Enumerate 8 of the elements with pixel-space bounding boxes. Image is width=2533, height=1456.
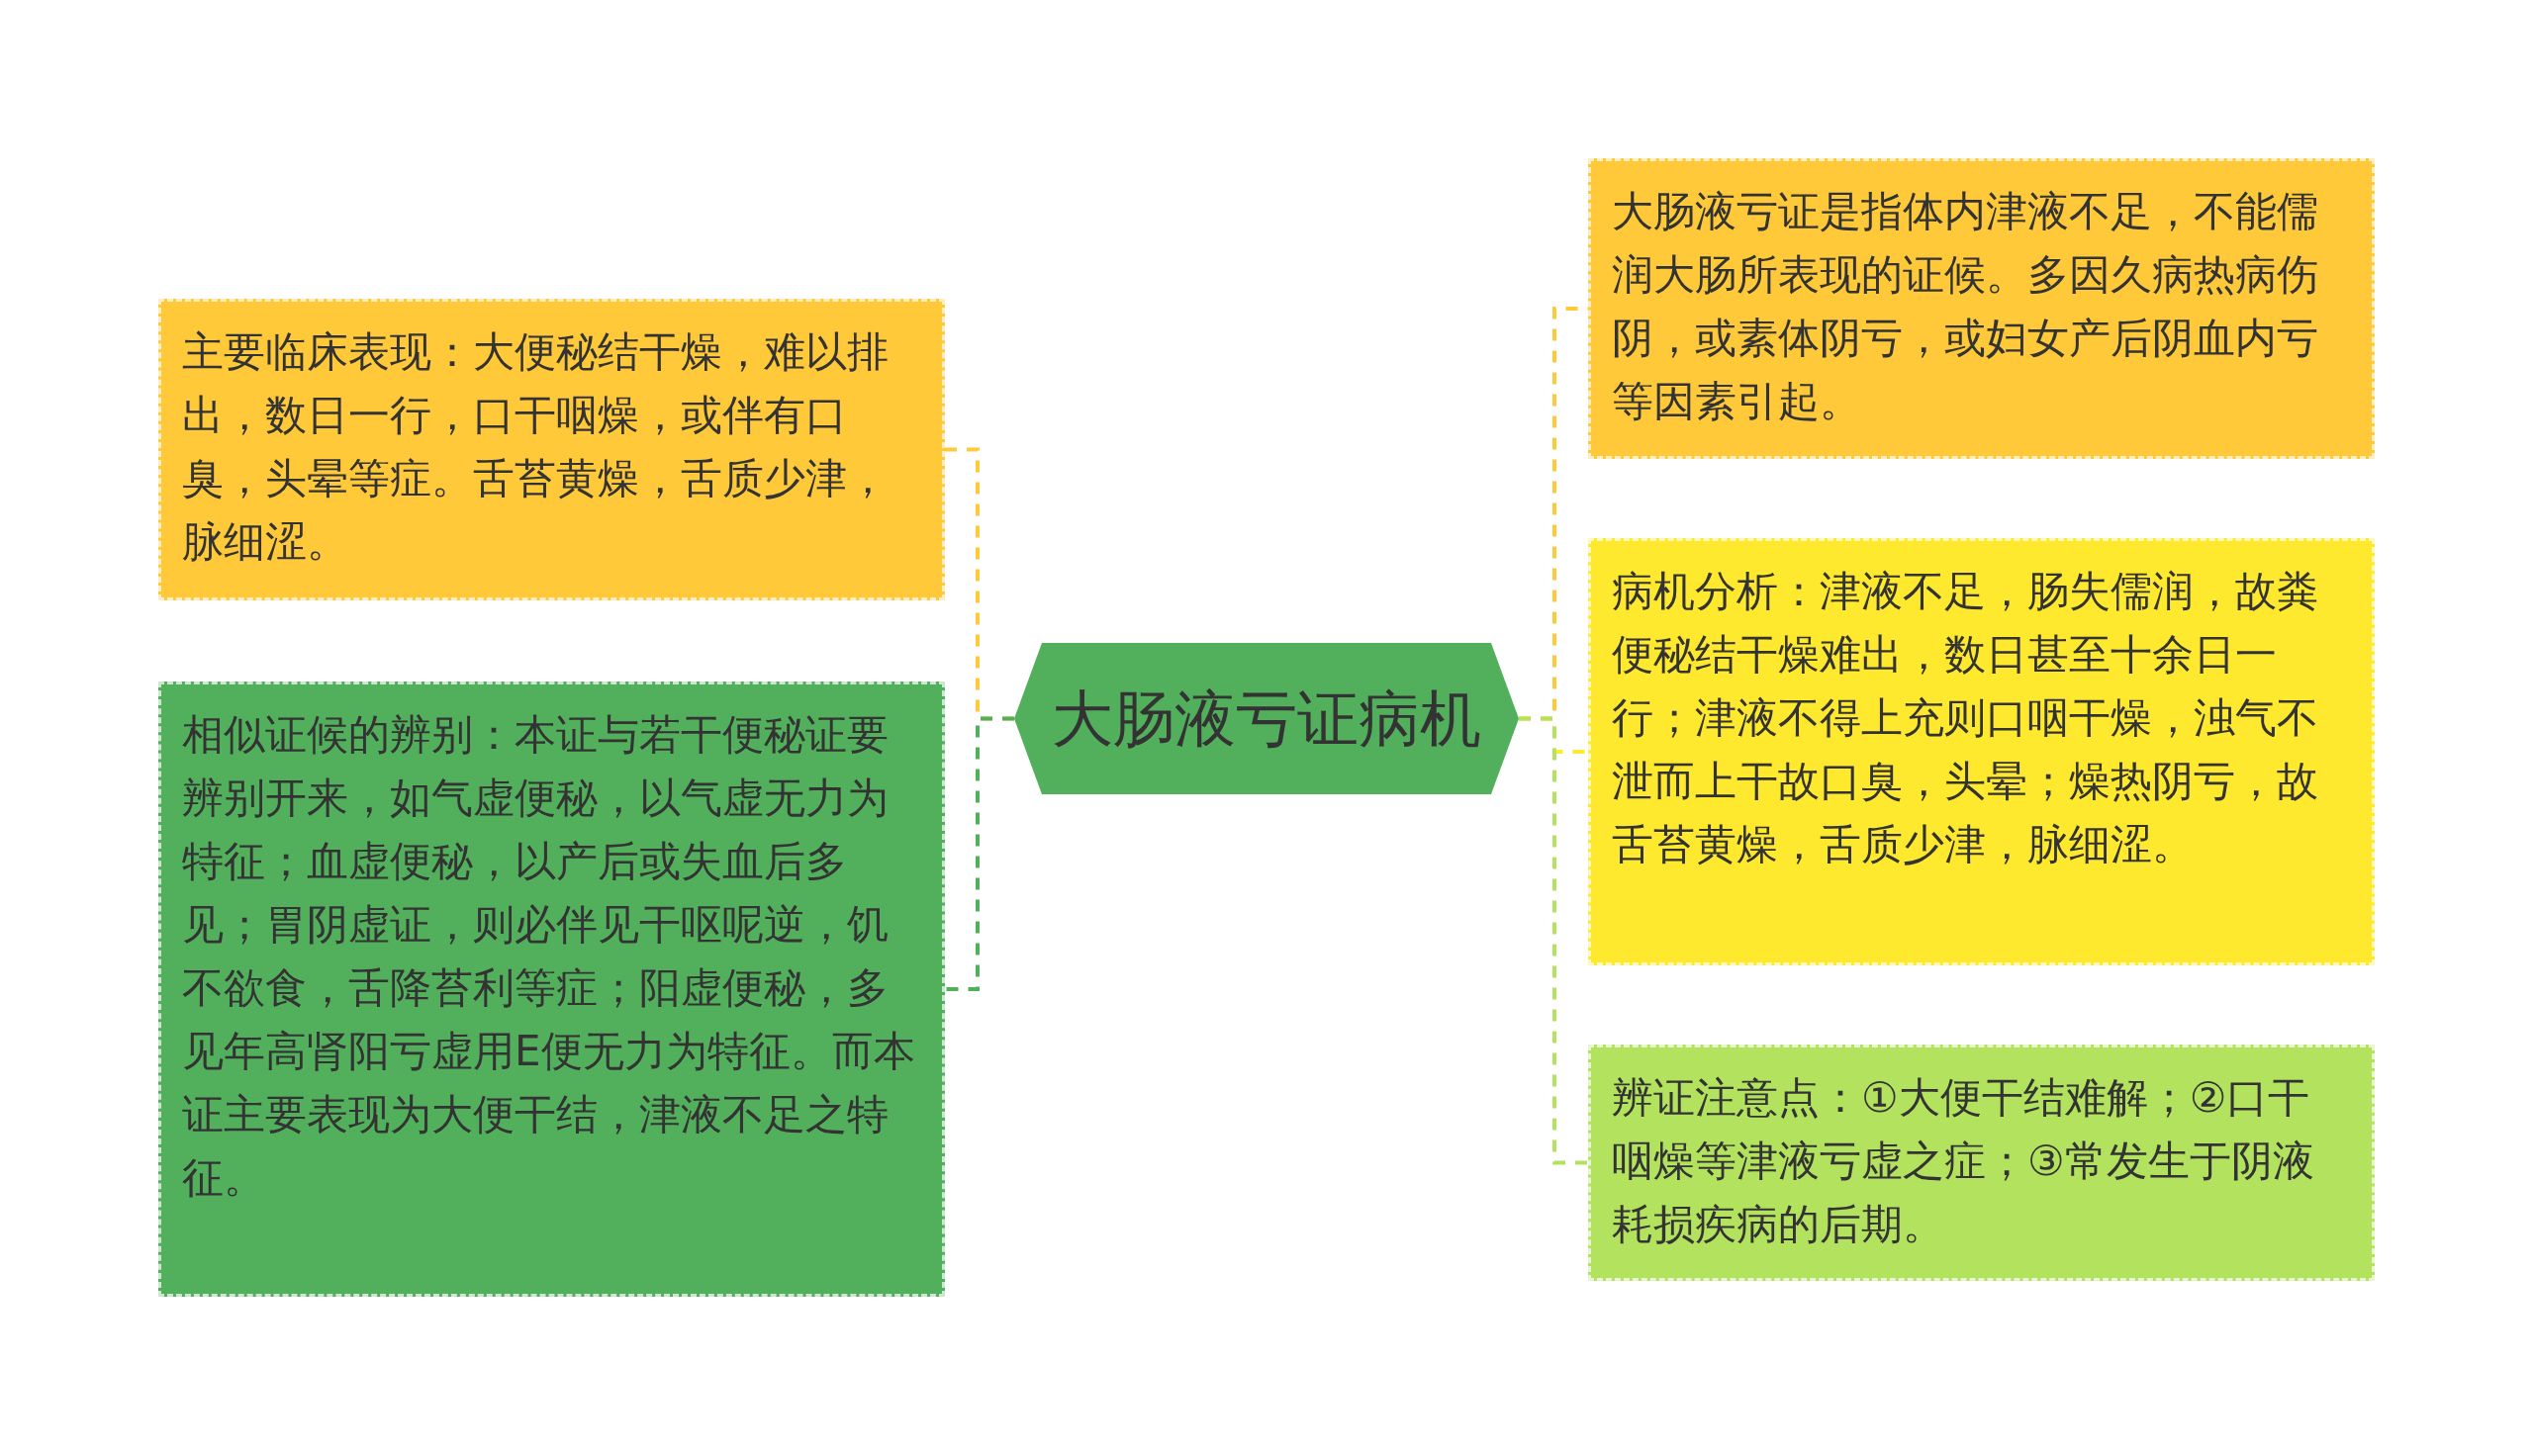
text-box: 相似证候的辨别：本证与若干便秘证要辨别开来，如气虚便秘，以气虚无力为特征；血虚便秘，以产后或失血后多见；胃阴虚证，则必伴见干呕呢逆，饥不欲食，舌降苔利等症；阳虚便秘，多见年高肾阳亏虚用E便无力为特征。而本证主要表现为大便干结，津液不足之特征。: [158, 682, 945, 1297]
text-box: 主要临床表现：大便秘结干燥，难以排出，数日一行，口干咽燥，或伴有口臭，头晕等症。舌苔黄燥，舌质少津，脉细涩。: [158, 299, 945, 600]
connector-line: [945, 716, 1014, 991]
topic-hexagon: 大肠液亏证病机: [1014, 643, 1519, 794]
text-box: 大肠液亏证是指体内津液不足，不能儒润大肠所表现的证候。多因久病热病伤阴，或素体阴亏，或妇女产后阴血内亏等因素引起。: [1588, 158, 2375, 459]
text-box: 辨证注意点：①大便干结难解；②口干咽燥等津液亏虚之症；③常发生于阴液耗损疾病的后期。: [1588, 1045, 2375, 1281]
text-box: 病机分析：津液不足，肠失儒润，故粪便秘结干燥难出，数日甚至十余日一行；津液不得上充则口咽干燥，浊气不泄而上干故口臭，头晕；燥热阴亏，故舌苔黄燥，舌质少津，脉细涩。: [1588, 538, 2375, 965]
connector-line: [1519, 716, 1588, 1165]
